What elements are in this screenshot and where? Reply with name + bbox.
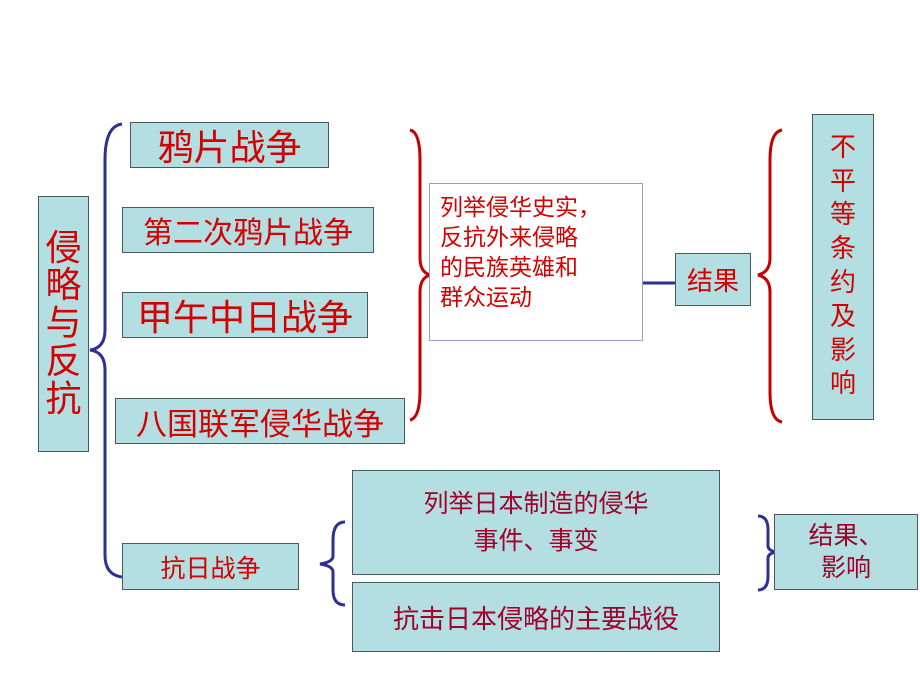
war-sino-japanese: 甲午中日战争: [122, 292, 368, 339]
treaty-char: 及: [829, 301, 856, 332]
war-second-opium: 第二次鸦片战争: [122, 207, 374, 253]
result-box: 结果: [675, 253, 751, 306]
treaty-char: 响: [829, 369, 856, 400]
wars-brace: [409, 128, 436, 422]
treaty-char: 不: [829, 132, 856, 163]
anti-japan-war-box: 抗日战争: [122, 543, 299, 590]
war-opium: 鸦片战争: [130, 122, 329, 169]
anti-japan-result-brace: [757, 514, 781, 592]
treaty-char: 约: [829, 268, 856, 298]
main-brace: [89, 122, 123, 579]
facts-line: 反抗外来侵略: [440, 224, 578, 251]
incidents-line: 列举日本制造的侵华: [423, 489, 649, 519]
root-char: 与: [45, 303, 82, 345]
root-topic-box: 侵 略 与 反 抗: [38, 196, 89, 452]
facts-line: 列举侵华史实，: [440, 195, 601, 221]
treaty-brace: [757, 128, 783, 424]
anti-japan-result-box: 结果、 影响: [774, 514, 918, 590]
treaty-char: 条: [829, 234, 856, 265]
result-line: 结果、: [808, 520, 884, 550]
war-eight-nation: 八国联军侵华战争: [115, 398, 405, 444]
facts-line: 群众运动: [440, 284, 532, 311]
facts-line: 的民族英雄和: [440, 254, 578, 281]
result-line: 影响: [820, 553, 871, 582]
root-char: 略: [45, 265, 82, 307]
treaty-char: 影: [829, 335, 856, 366]
facts-box: 列举侵华史实， 反抗外来侵略 的民族英雄和 群众运动: [429, 183, 643, 341]
battles-box: 抗击日本侵略的主要战役: [352, 582, 720, 652]
incidents-box: 列举日本制造的侵华 事件、事变: [352, 470, 720, 575]
incidents-line: 事件、事变: [473, 525, 599, 555]
root-char: 侵: [45, 227, 82, 269]
treaty-box: 不 平 等 条 约 及 影 响: [812, 114, 874, 420]
treaty-char: 等: [829, 200, 856, 231]
root-char: 抗: [45, 378, 82, 420]
treaty-char: 平: [829, 166, 856, 197]
anti-japan-brace: [319, 520, 346, 607]
root-char: 反: [45, 340, 82, 382]
